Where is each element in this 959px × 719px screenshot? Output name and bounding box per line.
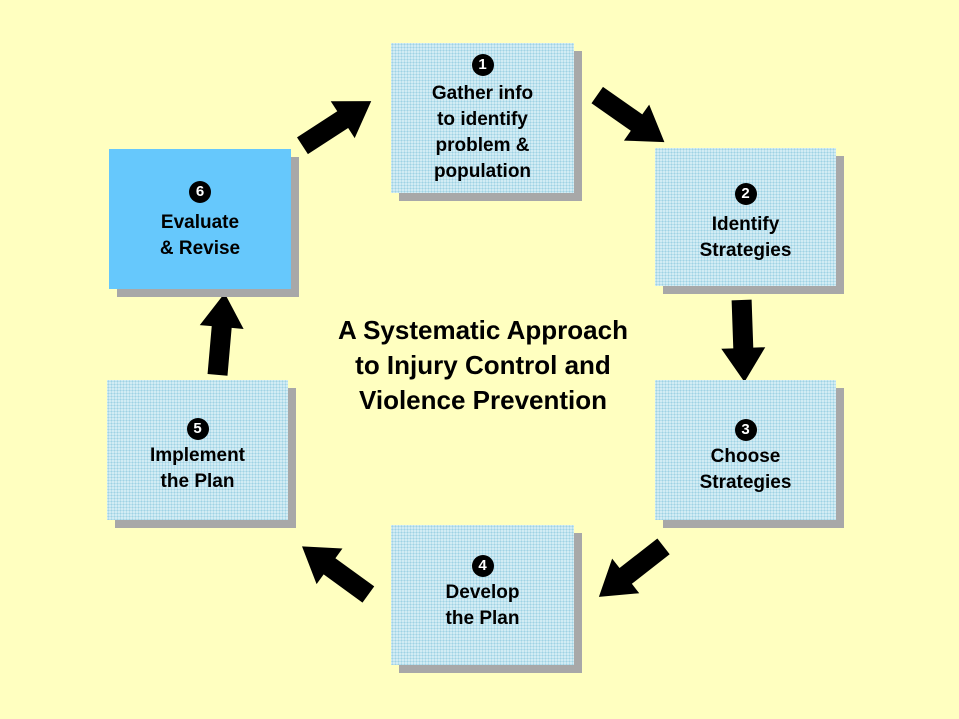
arrow-step3-to-step4 [598,538,670,597]
step-4-box: 4 Develop the Plan [391,525,574,665]
step-4-number-badge: 4 [471,555,494,577]
step-2-number-badge: 2 [734,183,757,205]
arrow-step2-to-step3 [721,299,766,382]
step-3-label-line-2: Strategies [699,472,792,493]
arrow-step6-to-step1 [297,101,372,155]
step-5-label-line-2: the Plan [160,471,235,492]
step-1-box: 1 Gather info to identify problem & popu… [391,43,574,193]
step-3-number-badge: 3 [734,419,757,441]
arrow-step1-to-step2 [591,86,665,143]
step-1-label-line-4: population [433,161,532,182]
step-6-label-line-2: & Revise [159,238,241,259]
step-1-label-line-3: problem & [435,135,530,156]
step-6-label-line-1: Evaluate [160,212,240,233]
step-3-label-line-1: Choose [710,446,781,467]
step-4-label-line-1: Develop [445,582,520,603]
step-6-box: 6 Evaluate & Revise [109,149,291,289]
diagram-title-line-3: Violence Prevention [358,385,608,415]
step-6-number-badge: 6 [189,181,211,203]
step-2-label-line-1: Identify [711,214,780,235]
step-5-number-badge: 5 [186,418,209,440]
diagram-title-line-1: A Systematic Approach [338,315,628,345]
diagram-title: A Systematic Approach to Injury Control … [298,313,668,418]
step-1-label-line-2: to identify [437,109,528,130]
step-5-box: 5 Implement the Plan [107,380,288,520]
step-1-label-line-1: Gather info [431,83,534,104]
step-2-label-line-2: Strategies [699,240,792,261]
diagram-title-line-2: to Injury Control and [355,350,611,380]
step-2-box: 2 Identify Strategies [655,148,836,286]
step-3-box: 3 Choose Strategies [655,380,836,520]
step-5-label-line-1: Implement [149,445,246,466]
arrow-step5-to-step6 [199,293,244,376]
step-1-number-badge: 1 [471,54,494,76]
arrow-step4-to-step5 [302,546,375,603]
step-4-label-line-2: the Plan [445,608,520,629]
